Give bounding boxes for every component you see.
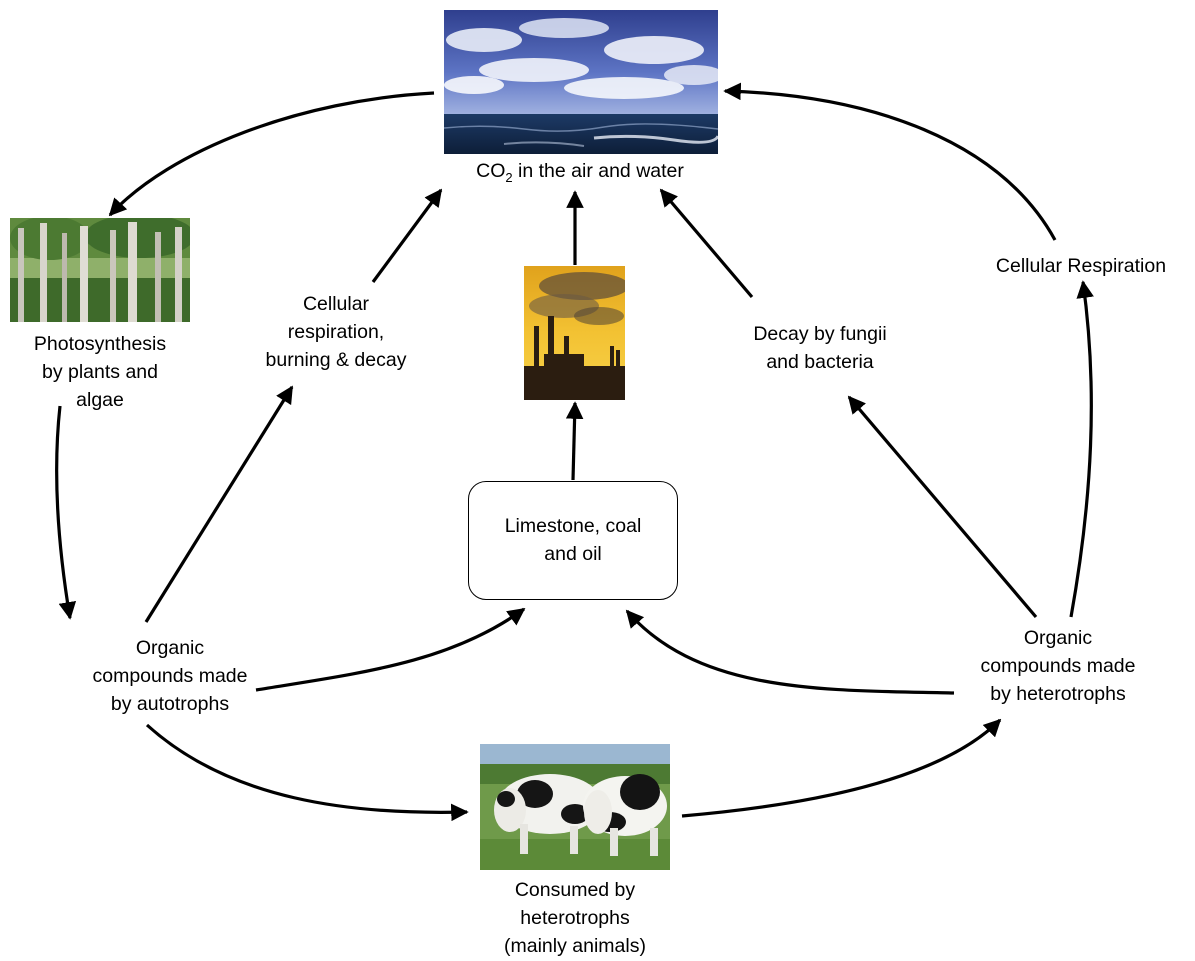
heterotroph-compounds-label: Organic compounds made by heterotrophs [980,627,1136,705]
arrow-co2-to-photosynthesis [108,91,435,217]
arrow-cellular-respiration-to-co2 [723,82,1057,241]
storage-box: Limestone, coal and oil [468,481,678,600]
arrow-autotroph-to-storage [255,607,526,692]
cows-photo [480,744,670,870]
arrow-photosynthesis-to-autotroph [54,405,77,620]
factory-smoke-photo [524,266,625,400]
arrow-heterotroph-to-decay [847,395,1038,619]
photosynthesis-label: Photosynthesis by plants and algae [33,333,167,411]
arrow-heterotroph-to-cellular-respiration [1069,280,1094,618]
arrow-consumed-to-heterotroph [681,718,1002,818]
decay-label: Decay by fungii and bacteria [753,323,887,373]
arrow-respiration-to-co2 [371,188,443,283]
autotroph-compounds-label: Organic compounds made by autotrophs [92,637,248,715]
arrow-autotroph-to-respiration [144,385,294,623]
respiration-burning-decay-label: Cellular respiration, burning & decay [265,293,407,371]
consumed-label: Consumed by heterotrophs (mainly animals… [504,879,646,957]
sky-sea-photo [444,10,718,154]
cellular-respiration-label: Cellular Respiration [995,255,1167,277]
forest-photo [10,218,190,322]
arrow-autotroph-to-consumed [145,723,469,822]
arrow-heterotroph-to-storage [625,609,955,695]
arrow-storage-to-factory [565,401,584,481]
storage-label: Limestone, coal and oil [504,515,642,565]
co2-label: CO2 in the air and water [476,160,684,185]
arrow-decay-to-co2 [659,188,754,299]
